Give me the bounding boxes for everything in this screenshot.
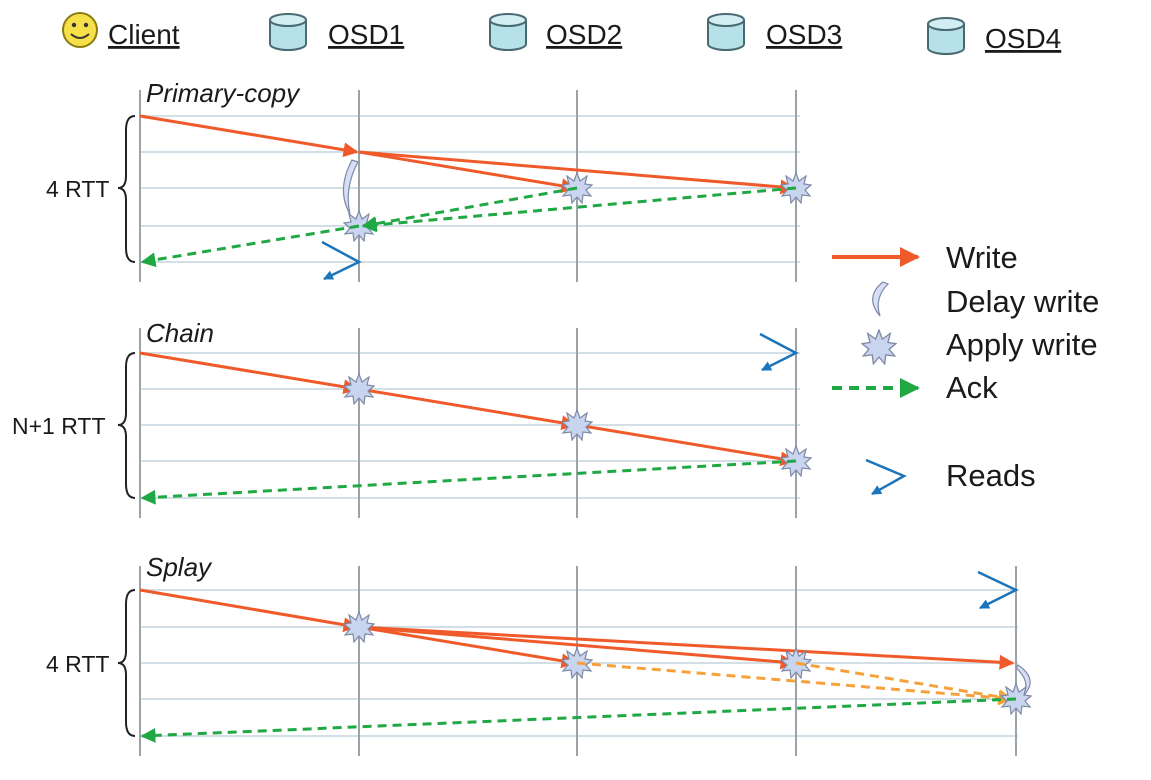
rtt-label: 4 RTT (46, 176, 109, 202)
rtt-brace (117, 589, 136, 737)
osd1-header: OSD1 (269, 13, 404, 51)
osd3-header: OSD3 (707, 13, 842, 51)
osd2-label: OSD2 (546, 19, 622, 50)
disk-icon (489, 13, 527, 51)
ack-arrow (140, 224, 360, 268)
ack-arrow (361, 186, 797, 233)
read-arrow-icon (977, 570, 1019, 610)
legend-ack-label: Ack (946, 370, 998, 405)
rtt-brace (117, 115, 136, 263)
write-arrow (358, 625, 1015, 670)
timeline-grid (139, 566, 1018, 756)
client-header: Client (62, 12, 180, 50)
ack-arrow (140, 697, 1017, 743)
write-arrow (576, 423, 796, 467)
osd4-header: OSD4 (927, 17, 1061, 55)
panel-title: Chain (146, 318, 214, 348)
read-arrow-icon (759, 332, 799, 372)
write-arrow (139, 351, 359, 395)
smiley-icon (62, 12, 98, 48)
write-arrow (139, 588, 359, 633)
timeline-grid (139, 90, 800, 282)
panel-splay: Splay 4 RTT (46, 552, 1032, 756)
rtt-label: N+1 RTT (12, 413, 106, 439)
write-arrow (358, 150, 796, 195)
write-arrow (358, 387, 577, 431)
panel-title: Primary-copy (146, 78, 301, 108)
legend-write: Write (832, 240, 1018, 275)
symbol-legend: Write Delay write Apply write Ack Reads (832, 240, 1099, 496)
legend-reads: Reads (865, 458, 1036, 496)
forward-ack-arrow (795, 661, 1014, 705)
legend-ack: Ack (832, 370, 998, 405)
delay-write-icon (872, 281, 890, 317)
rtt-brace (117, 352, 136, 499)
client-label: Client (108, 19, 180, 50)
legend-apply-write: Apply write (861, 327, 1098, 365)
legend-reads-label: Reads (946, 458, 1036, 493)
read-arrow-icon (321, 240, 362, 281)
disk-icon (707, 13, 745, 51)
write-arrow (358, 625, 577, 669)
osd2-header: OSD2 (489, 13, 622, 51)
write-arrow (139, 114, 359, 158)
forward-ack-arrow (576, 661, 1014, 706)
rtt-label: 4 RTT (46, 651, 109, 677)
panel-title: Splay (146, 552, 213, 582)
header-legend: Client OSD1 OSD2 OSD3 OSD4 (62, 12, 1061, 55)
osd3-label: OSD3 (766, 19, 842, 50)
panel-primary-copy: Primary-copy 4 RTT (46, 78, 812, 282)
write-arrow (358, 625, 796, 670)
legend-delay-write-label: Delay write (946, 284, 1099, 319)
ack-arrow (140, 459, 797, 505)
write-arrow (358, 150, 577, 194)
ack-arrow (361, 186, 578, 232)
timeline-grid (139, 328, 800, 518)
osd1-label: OSD1 (328, 19, 404, 50)
panel-chain: Chain N+1 RTT (12, 318, 812, 518)
disk-icon (927, 17, 965, 55)
legend-apply-write-label: Apply write (946, 327, 1098, 362)
read-arrow-icon (865, 458, 907, 496)
legend-delay-write: Delay write (872, 281, 1099, 319)
osd4-label: OSD4 (985, 23, 1061, 54)
legend-write-label: Write (946, 240, 1018, 275)
apply-write-icon (861, 329, 897, 365)
disk-icon (269, 13, 307, 51)
